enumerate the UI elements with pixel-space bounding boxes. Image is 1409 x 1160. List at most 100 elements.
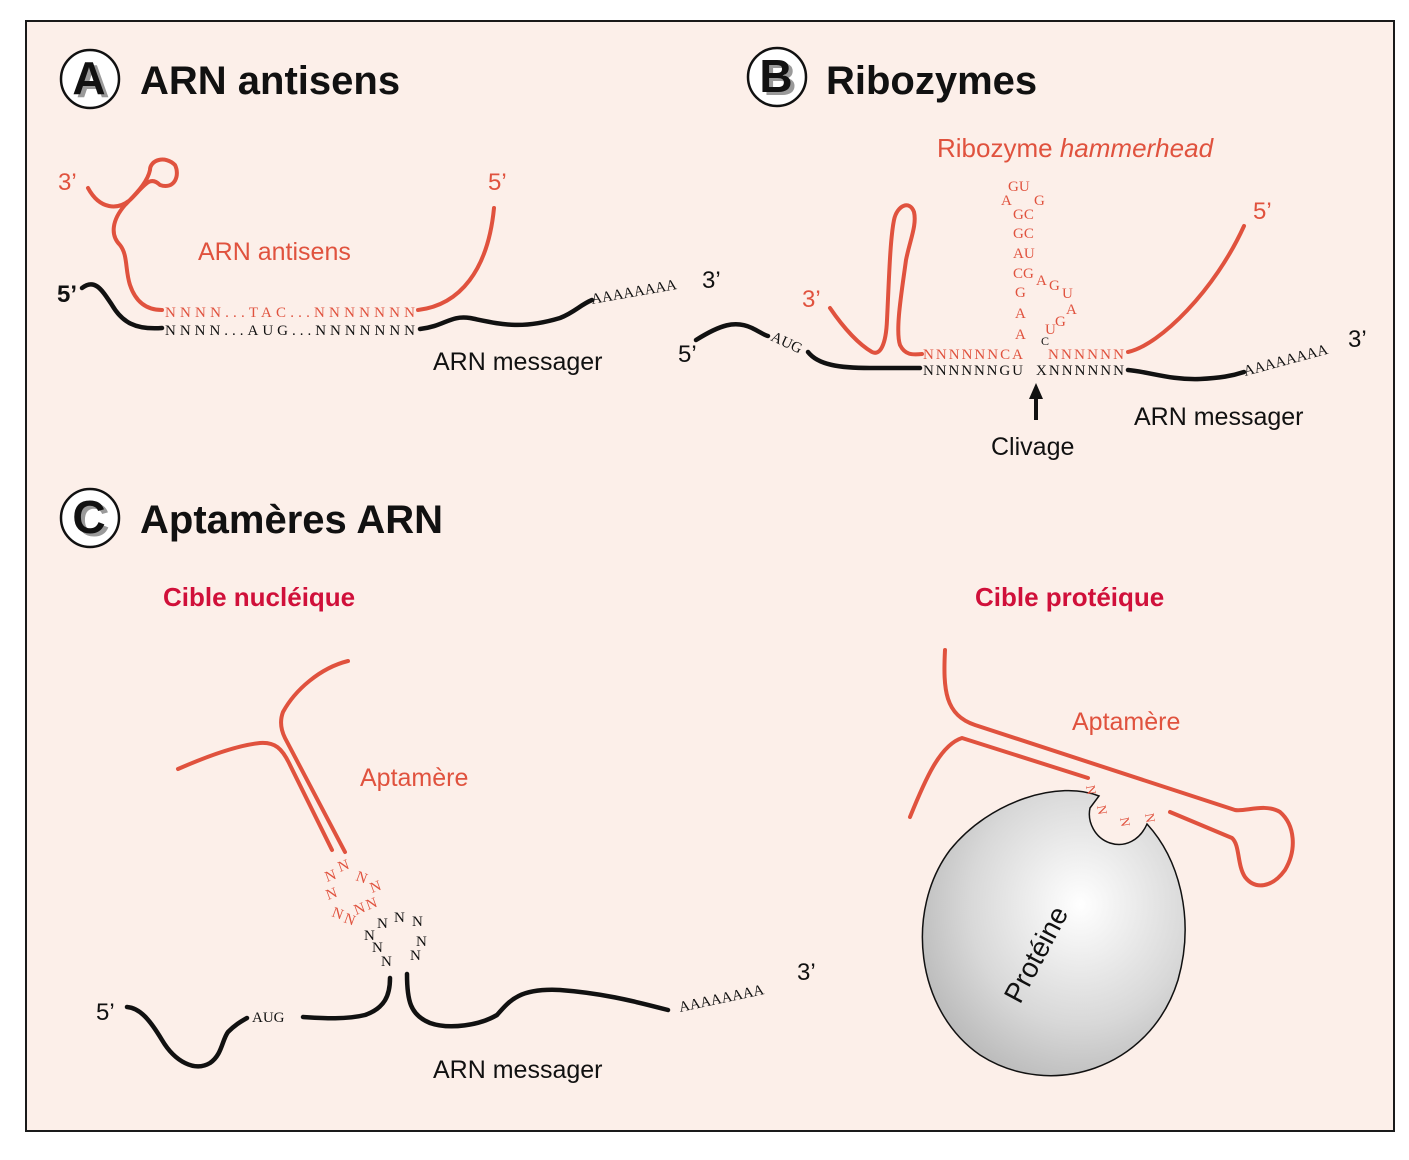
base-n: N <box>364 895 380 914</box>
nucleic-mrna-bases: N N N N N N N N <box>364 910 427 970</box>
antisense-3prime: 3’ <box>58 169 77 196</box>
stem-row: A <box>1015 327 1026 343</box>
ribozyme-subtitle-plain: Ribozyme <box>937 133 1060 163</box>
nucleic-target-heading: Cible nucléique <box>163 582 355 612</box>
loop-letter: A <box>1066 302 1077 318</box>
base-n: N <box>410 948 421 964</box>
loop-letter: A <box>1036 273 1047 289</box>
ribozyme-left-seq: NNNNNNCA <box>923 347 1023 363</box>
badge-letter: C <box>72 491 105 543</box>
panel-a-title: ARN antisens <box>140 59 400 103</box>
mrna-a-sequence: NNNN...AUG...NNNNNNN <box>165 323 415 339</box>
stem-loop-g: G <box>1034 193 1045 209</box>
antisense-strand-left <box>86 157 179 312</box>
base-n: N <box>364 928 375 944</box>
cleavage-arrow-icon <box>1029 383 1043 420</box>
nucleic-aptamer-bases: N N N N N N N N N <box>323 857 384 930</box>
stem-row: GC <box>1013 226 1034 242</box>
badge-letter: B <box>759 50 792 102</box>
base-n: N <box>394 910 405 926</box>
mrna-b-3prime: 3’ <box>1348 326 1367 353</box>
stem-row: G <box>1015 285 1026 301</box>
mrna-b-polya: AAAAAAAA <box>1242 342 1330 380</box>
antisense-sequence: NNNN...TAC...NNNNNNN <box>165 305 415 321</box>
base-n: N <box>342 911 358 930</box>
panel-a: A A ARN antisens 3’ 5’ ARN antisens NNNN… <box>57 48 721 376</box>
base-n: N <box>324 885 340 904</box>
loop-letter: G <box>1055 314 1066 330</box>
nucleic-aptamer-right-arm <box>278 659 350 854</box>
panel-b: B B Ribozymes Ribozyme hammerhead 3’ 5’ … <box>678 46 1367 461</box>
mrna-b-right-seq: XNNNNNN <box>1036 363 1124 379</box>
stem-row: A <box>1015 306 1026 322</box>
base-n: N <box>372 940 383 956</box>
base-n: N <box>330 905 346 924</box>
ribozyme-right-arm <box>1126 224 1246 354</box>
badge-shadow: C <box>76 494 109 546</box>
base-n: N <box>1117 816 1134 828</box>
stem-row: GC <box>1013 207 1034 223</box>
mrna-b-label: ARN messager <box>1134 403 1304 431</box>
mrna-strand-b-right <box>1125 367 1247 382</box>
ribozyme-3prime: 3’ <box>802 286 821 313</box>
mrna-c-aug: AUG <box>252 1010 285 1026</box>
mrna-c-5prime: 5’ <box>96 999 115 1026</box>
badge-shadow: B <box>763 53 796 105</box>
base-n: N <box>354 869 370 888</box>
mrna-b-aug: AUG <box>768 329 804 357</box>
nucleic-aptamer-left-arm <box>176 740 334 852</box>
mrna-a-label: ARN messager <box>433 348 603 376</box>
base-n: N <box>377 916 388 932</box>
protein-aptamer-label: Aptamère <box>1072 708 1180 736</box>
mrna-c-left <box>124 1004 250 1069</box>
antisense-5prime: 5’ <box>488 169 507 196</box>
badge-shadow: A <box>76 55 109 107</box>
mrna-strand-b-left <box>693 322 771 343</box>
protein-target-heading: Cible protéique <box>975 582 1164 612</box>
base-n: N <box>352 900 368 919</box>
panel-c-badge: C C <box>59 487 121 549</box>
stem-row: CG <box>1013 266 1034 282</box>
loop-letter: G <box>1049 278 1060 294</box>
cleft-base: C <box>1041 334 1049 348</box>
antisense-label: ARN antisens <box>198 238 351 266</box>
panel-a-badge: A A <box>59 48 121 110</box>
mrna-strand-b-mid <box>805 349 923 371</box>
ribozyme-stem: GU A G GC GC AU CG G A A A G U A G U <box>1001 179 1077 343</box>
mrna-a-5prime: 5’ <box>57 281 77 308</box>
ribozyme-right-seq: NNNNNN <box>1048 347 1124 363</box>
panel-c-title: Aptamères ARN <box>140 498 443 542</box>
base-n: N <box>412 914 423 930</box>
cleavage-label: Clivage <box>991 433 1074 461</box>
mrna-c-right <box>404 971 671 1029</box>
mrna-a-polya: AAAAAAAA <box>590 277 678 308</box>
protein-aptamer-lower-strand <box>908 736 1090 819</box>
panel-b-badge: B B <box>746 46 808 108</box>
loop-letter: U <box>1062 286 1073 302</box>
base-n: N <box>323 867 339 886</box>
ribozyme-subtitle: Ribozyme hammerhead <box>937 133 1215 163</box>
mrna-c-label: ARN messager <box>433 1056 603 1084</box>
stem-loop-a: A <box>1001 193 1012 209</box>
protein-aptamer-upper-strand <box>942 648 1295 888</box>
antisense-strand-right <box>416 206 496 312</box>
base-n: N <box>381 954 392 970</box>
mrna-b-left-seq: NNNNNNGU <box>923 363 1023 379</box>
ribozyme-5prime: 5’ <box>1253 198 1272 225</box>
mrna-c-polya: AAAAAAAA <box>678 982 766 1016</box>
stem-row: GU <box>1008 179 1030 195</box>
mrna-a-3prime: 3’ <box>702 267 721 294</box>
base-n: N <box>368 878 384 897</box>
base-n: N <box>336 857 352 876</box>
base-n: N <box>1094 804 1111 816</box>
base-n: N <box>1083 784 1100 796</box>
ribozyme-hairpin <box>828 203 924 357</box>
badge-letter: A <box>72 52 105 104</box>
base-n: N <box>416 934 427 950</box>
base-n: N <box>1142 812 1159 824</box>
mrna-b-5prime: 5’ <box>678 341 697 368</box>
panel-c: C C Aptamères ARN Cible nucléique Aptamè… <box>59 487 1295 1084</box>
mrna-strand-a-left <box>79 282 165 331</box>
stem-row: AU <box>1013 246 1035 262</box>
